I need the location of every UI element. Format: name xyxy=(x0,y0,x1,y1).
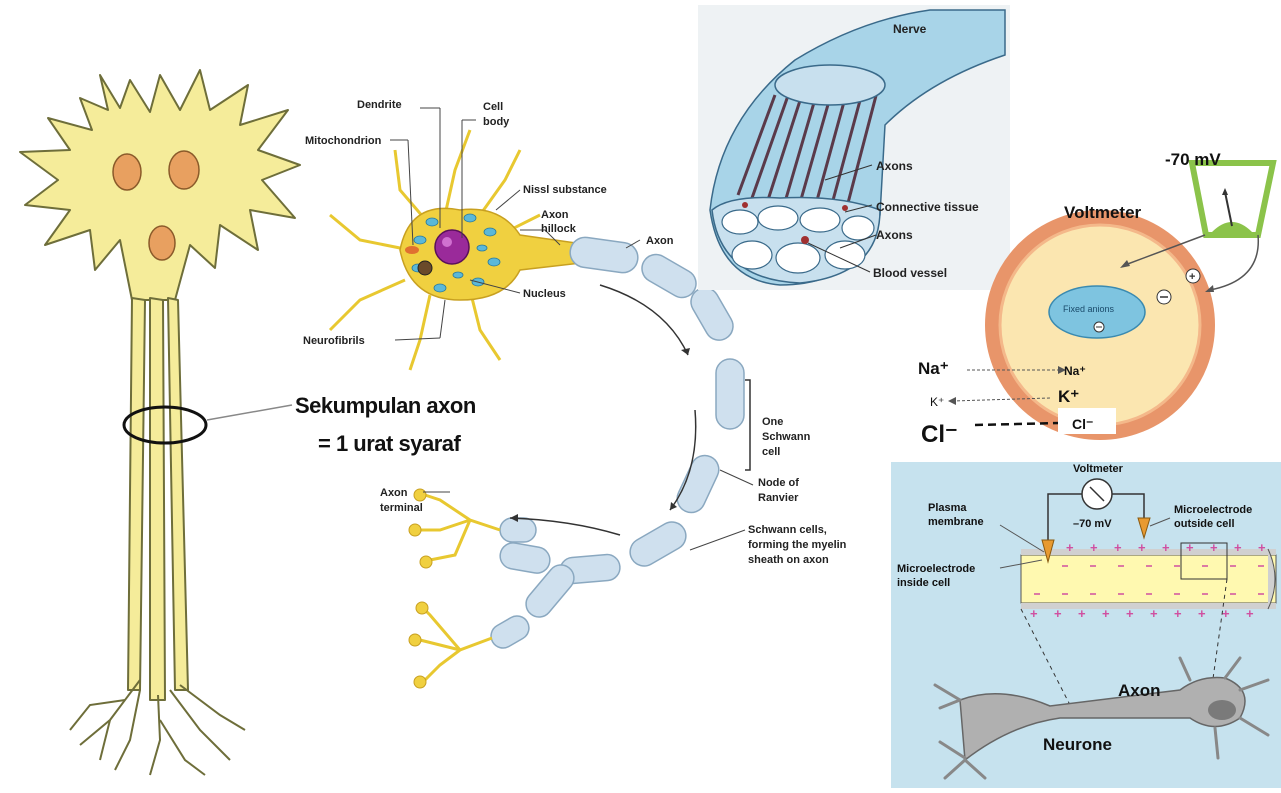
svg-text:+: + xyxy=(1114,540,1122,555)
label-plasma-2: membrane xyxy=(928,516,984,528)
svg-text:+: + xyxy=(1150,606,1158,621)
label-plasma-1: Plasma xyxy=(928,502,967,514)
svg-text:+: + xyxy=(1030,606,1038,621)
label-myelin-1: Schwann cells, xyxy=(748,524,827,536)
ion-k-outside: K⁺ xyxy=(930,395,944,409)
label-node-1: Node of xyxy=(758,477,799,489)
label-axons-bottom: Axons xyxy=(876,228,913,242)
label-neurofibrils: Neurofibrils xyxy=(303,335,365,347)
ion-na-inside: Na⁺ xyxy=(1064,364,1086,378)
svg-text:+: + xyxy=(1078,606,1086,621)
label-myelin-2: forming the myelin xyxy=(748,539,847,551)
svg-text:+: + xyxy=(1066,540,1074,555)
svg-text:+: + xyxy=(1198,606,1206,621)
label-axon-hillock-2: hillock xyxy=(541,223,577,235)
label-cell-body-1: Cell xyxy=(483,101,503,113)
svg-text:+: + xyxy=(1102,606,1110,621)
svg-text:+: + xyxy=(1054,606,1062,621)
ion-na-outside: Na⁺ xyxy=(918,359,949,378)
label-schwann-1: One xyxy=(762,416,783,428)
svg-text:+: + xyxy=(1186,540,1194,555)
label-connective-tissue: Connective tissue xyxy=(876,200,979,214)
label-node-2: Ranvier xyxy=(758,492,799,504)
label-outside-2: outside cell xyxy=(1174,518,1235,530)
svg-text:+: + xyxy=(1234,540,1242,555)
svg-text:+: + xyxy=(1210,540,1218,555)
svg-text:+: + xyxy=(1174,606,1182,621)
bundle-caption-line2: = 1 urat syaraf xyxy=(318,431,461,456)
neuron-bundle-illustration xyxy=(20,70,300,775)
voltmeter-reading: -70 mV xyxy=(1165,150,1221,169)
label-mitochondrion: Mitochondrion xyxy=(305,135,382,147)
label-axon: Axon xyxy=(646,235,674,247)
svg-text:+: + xyxy=(1138,540,1146,555)
label-neurone: Neurone xyxy=(1043,735,1112,754)
svg-text:+: + xyxy=(1126,606,1134,621)
label-axon-terminal-1: Axon xyxy=(380,487,408,499)
label-nucleus: Nucleus xyxy=(523,288,566,300)
label-inside-1: Microelectrode xyxy=(897,563,975,575)
ion-cl-outside: Cl⁻ xyxy=(921,421,958,448)
svg-text:+: + xyxy=(1189,271,1195,283)
reading-small: –70 mV xyxy=(1073,518,1112,530)
label-nissl: Nissl substance xyxy=(523,184,607,196)
label-axon-hillock-1: Axon xyxy=(541,209,569,221)
nerve-section-illustration xyxy=(698,5,1010,290)
ion-k-inside: K⁺ xyxy=(1058,387,1079,406)
label-axons-top: Axons xyxy=(876,159,913,173)
ion-cl-inside: Cl⁻ xyxy=(1072,416,1093,432)
label-blood-vessel: Blood vessel xyxy=(873,266,947,280)
svg-text:+: + xyxy=(1090,540,1098,555)
label-axon-panel: Axon xyxy=(1118,681,1161,700)
label-outside-1: Microelectrode xyxy=(1174,504,1252,516)
label-schwann-3: cell xyxy=(762,446,780,458)
label-cell-body-2: body xyxy=(483,116,510,128)
voltmeter-small-label: Voltmeter xyxy=(1073,463,1124,475)
label-schwann-2: Schwann xyxy=(762,431,811,443)
fixed-anions-label: Fixed anions xyxy=(1063,304,1115,314)
label-inside-2: inside cell xyxy=(897,577,950,589)
label-nerve: Nerve xyxy=(893,22,927,36)
voltmeter-label: Voltmeter xyxy=(1064,203,1142,222)
label-dendrite: Dendrite xyxy=(357,99,402,111)
svg-text:+: + xyxy=(1246,606,1254,621)
bundle-caption-line1: Sekumpulan axon xyxy=(295,393,476,418)
svg-text:+: + xyxy=(1222,606,1230,621)
svg-text:+: + xyxy=(1162,540,1170,555)
label-axon-terminal-2: terminal xyxy=(380,502,423,514)
label-myelin-3: sheath on axon xyxy=(748,554,829,566)
svg-text:+: + xyxy=(1258,540,1266,555)
